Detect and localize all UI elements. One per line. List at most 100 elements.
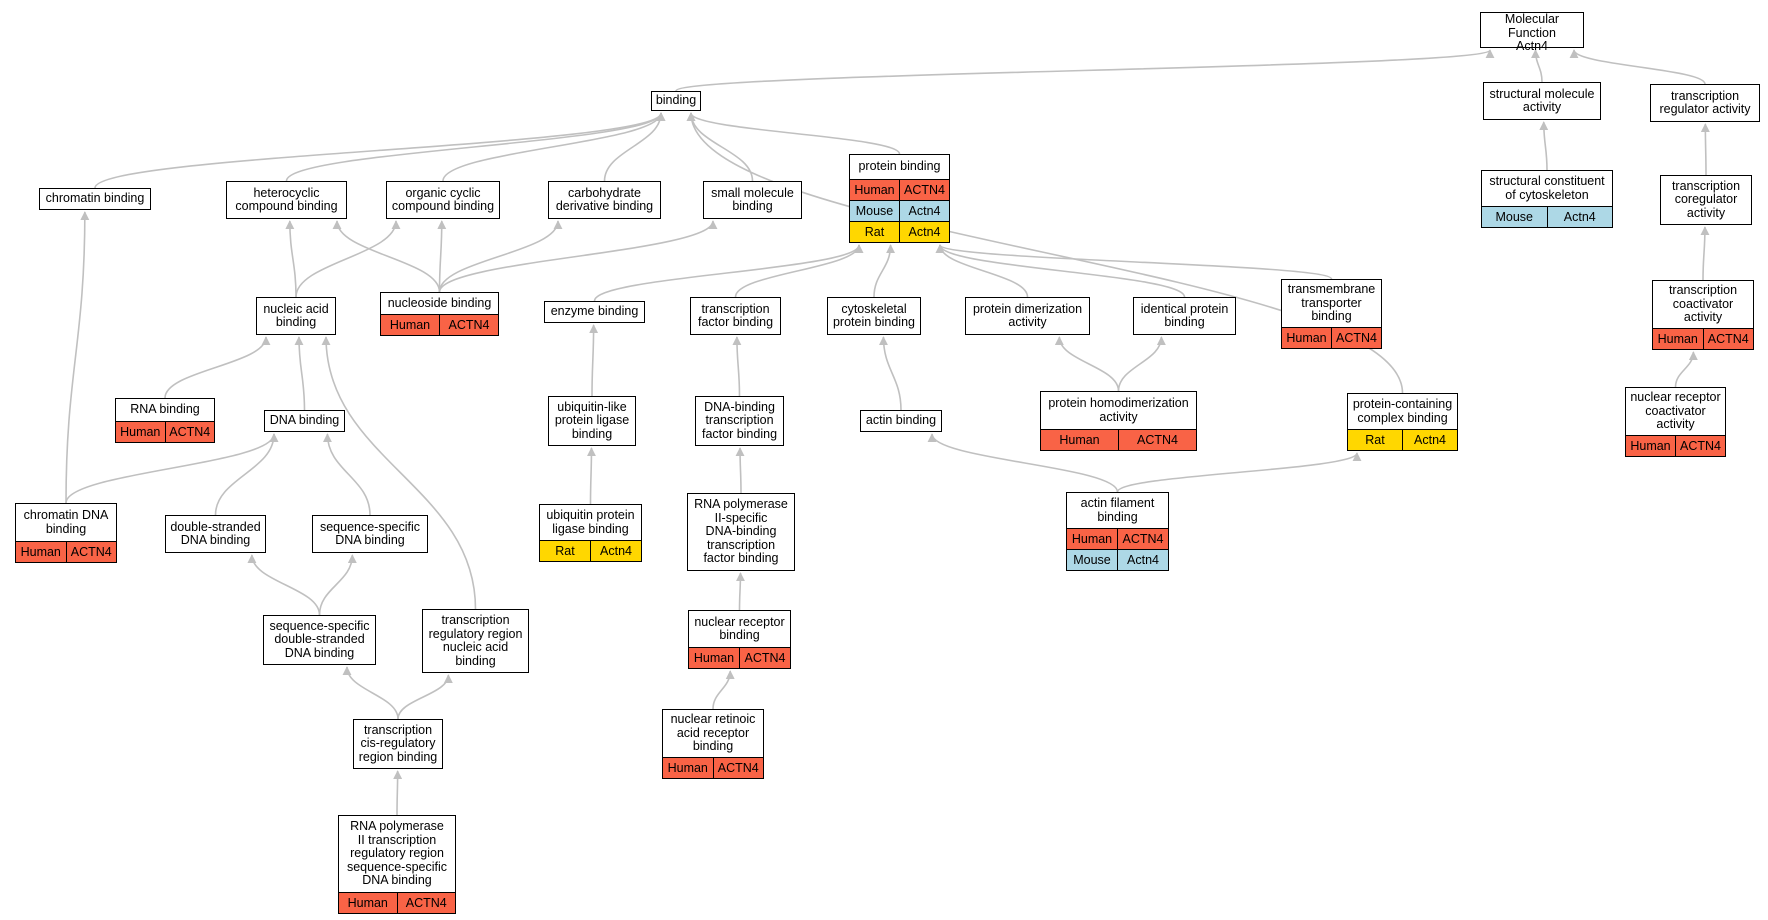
go-term-node-identical[interactable]: identical protein binding xyxy=(1133,297,1236,335)
go-term-label: identical protein binding xyxy=(1140,301,1229,329)
go-term-node-rnapol2tx[interactable]: RNA polymerase II transcription regulato… xyxy=(338,815,456,914)
go-term-label: cytoskeletal protein binding xyxy=(832,301,915,329)
go-term-label: Molecular Function Actn4 xyxy=(1504,12,1560,53)
go-term-label: actin filament binding xyxy=(1080,496,1155,524)
go-term-node-dna[interactable]: DNA binding xyxy=(264,410,345,432)
go-term-node-txcoreg[interactable]: transcription coregulator activity xyxy=(1660,175,1752,225)
gene-cell: ACTN4 xyxy=(1117,529,1168,549)
edge-nrcoact-to-txcoact xyxy=(1674,351,1698,388)
go-term-label: DNA-binding transcription factor binding xyxy=(701,399,778,441)
go-term-node-binding[interactable]: binding xyxy=(651,91,701,111)
gene-cell: Actn4 xyxy=(899,201,949,221)
edge-txfactor-to-protbind xyxy=(734,244,864,298)
go-term-label: protein dimerization activity xyxy=(972,301,1083,329)
go-term-label: DNA binding xyxy=(269,413,340,428)
edge-carbo-to-binding xyxy=(603,112,666,182)
go-term-node-rnapol2[interactable]: RNA polymerase II-specific DNA-binding t… xyxy=(687,493,795,571)
go-term-node-nucacid[interactable]: nucleic acid binding xyxy=(256,297,336,335)
go-term-node-orgcyc[interactable]: organic cyclic compound binding xyxy=(386,181,500,219)
go-term-node-hetero[interactable]: heterocyclic compound binding xyxy=(226,181,347,219)
edge-dnatx-to-txfactor xyxy=(732,336,742,397)
edge-transmem-to-protbind xyxy=(935,244,1333,280)
go-term-node-txfactor[interactable]: transcription factor binding xyxy=(690,297,781,335)
go-term-node-seqdsdna[interactable]: sequence-specific double-stranded DNA bi… xyxy=(263,615,376,665)
go-term-node-dsdna[interactable]: double-stranded DNA binding xyxy=(165,515,266,553)
go-term-label: enzyme binding xyxy=(550,304,639,319)
edge-chromdna-to-dna xyxy=(65,433,279,504)
go-term-label: actin binding xyxy=(865,413,937,428)
species-cell: Rat xyxy=(864,225,885,239)
go-term-label: nucleic acid binding xyxy=(263,301,329,329)
go-term-node-enzyme[interactable]: enzyme binding xyxy=(544,301,645,323)
go-term-label: nuclear retinoic acid receptor binding xyxy=(670,712,756,754)
go-term-label: sequence-specific double-stranded DNA bi… xyxy=(269,618,370,660)
gene-cell: ACTN4 xyxy=(65,542,117,562)
go-term-node-dnatx[interactable]: DNA-binding transcription factor binding xyxy=(695,396,784,446)
go-term-label: chromatin DNA binding xyxy=(23,508,109,536)
gene-cell: Actn4 xyxy=(1117,550,1168,570)
gene-cell: Actn4 xyxy=(899,222,949,242)
go-term-node-ubiqlike[interactable]: ubiquitin-like protein ligase binding xyxy=(548,396,636,446)
go-term-label: ubiquitin-like protein ligase binding xyxy=(554,399,630,441)
gene-cell: ACTN4 xyxy=(1702,329,1754,349)
edge-chromdna-to-chromatin xyxy=(65,211,90,504)
go-term-node-txregregion[interactable]: transcription regulatory region nucleic … xyxy=(422,609,529,673)
gene-cell: Actn4 xyxy=(1546,207,1613,227)
go-term-label: protein homodimerization activity xyxy=(1048,396,1189,424)
edge-actinfil-to-protcomplex xyxy=(1116,452,1362,493)
go-term-label: protein binding xyxy=(858,159,941,174)
go-term-label: transcription regulator activity xyxy=(1659,88,1751,116)
annotation-row-human: Human ACTN4 xyxy=(1653,328,1753,349)
go-term-label: structural constituent of cytoskeleton xyxy=(1489,174,1605,202)
edge-seqdsdna-to-dsdna xyxy=(247,554,321,616)
edge-enzyme-to-protbind xyxy=(593,244,864,302)
gene-cell: ACTN4 xyxy=(1675,436,1725,456)
species-cell: Human xyxy=(1657,332,1698,346)
edge-txreg-to-mf xyxy=(1569,49,1706,85)
go-term-node-actin[interactable]: actin binding xyxy=(860,410,942,432)
go-term-node-carbo[interactable]: carbohydrate derivative binding xyxy=(548,181,661,219)
edge-seqdna-to-dna xyxy=(322,433,371,516)
go-term-node-protdimer[interactable]: protein dimerization activity xyxy=(965,297,1090,335)
edge-binding-to-mf xyxy=(675,49,1495,92)
edge-nucacid-to-hetero xyxy=(285,220,297,298)
edge-rna-to-nucacid xyxy=(164,336,271,399)
species-cell: Human xyxy=(1059,433,1100,447)
gene-cell: ACTN4 xyxy=(396,893,456,913)
go-term-node-txcis[interactable]: transcription cis-regulatory region bind… xyxy=(353,719,443,769)
go-term-node-chromatin[interactable]: chromatin binding xyxy=(39,188,151,210)
go-term-node-txreg[interactable]: transcription regulator activity xyxy=(1650,84,1760,122)
go-term-node-cytoprot[interactable]: cytoskeletal protein binding xyxy=(827,297,921,335)
go-term-node-mf[interactable]: Molecular Function Actn4 xyxy=(1480,12,1584,53)
go-term-label: sequence-specific DNA binding xyxy=(319,519,421,547)
go-term-node-structmol[interactable]: structural molecule activity xyxy=(1483,82,1601,120)
go-term-node-smallmol[interactable]: small molecule binding xyxy=(703,181,802,219)
gene-cell: ACTN4 xyxy=(439,315,498,335)
edge-txregregion-to-nucacid xyxy=(321,336,477,610)
go-term-node-seqdna[interactable]: sequence-specific DNA binding xyxy=(312,515,428,553)
edge-rnapol2tx-to-txcis xyxy=(393,770,403,816)
go-term-label: transcription cis-regulatory region bind… xyxy=(358,722,438,764)
species-cell: Human xyxy=(667,761,708,775)
